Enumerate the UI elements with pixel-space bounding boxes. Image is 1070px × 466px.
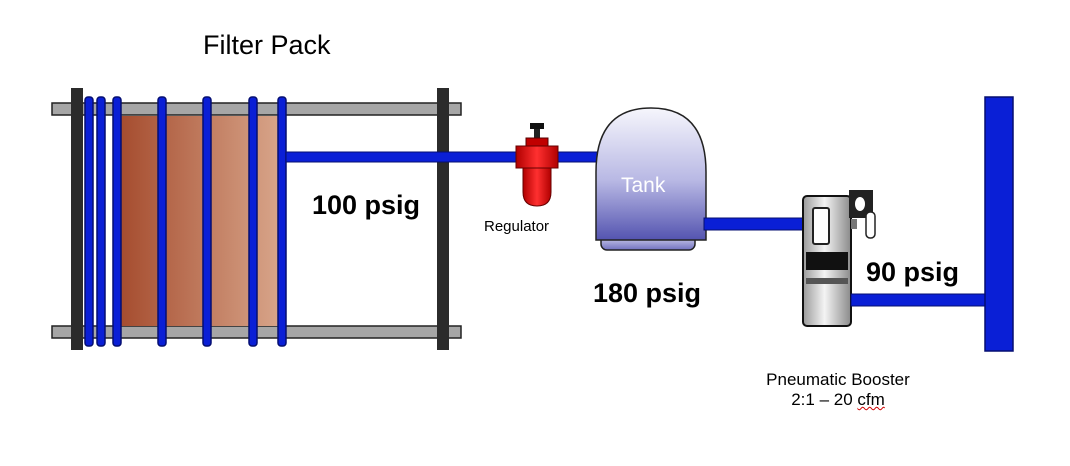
filter-plate xyxy=(277,96,287,347)
pipe-filter-to-regulator xyxy=(285,151,523,163)
filter-membrane-stack xyxy=(116,116,284,326)
filter-pack-label: Filter Pack xyxy=(203,30,331,60)
pipe-regulator-to-tank xyxy=(555,151,601,163)
filter-plate xyxy=(84,96,94,347)
pneumatic-booster-icon xyxy=(802,190,876,327)
regulator-icon xyxy=(515,123,559,207)
booster-pressure-label: 90 psig xyxy=(866,257,960,287)
booster-name-label: Pneumatic Booster xyxy=(766,370,910,389)
filter-pressure-label: 100 psig xyxy=(312,190,421,220)
booster-spec-unit: cfm xyxy=(857,390,885,409)
pipe-booster-to-outlet xyxy=(850,293,988,307)
filter-plate xyxy=(248,96,258,347)
tank-label: Tank xyxy=(621,174,666,197)
filter-plate xyxy=(112,96,122,347)
filter-plate xyxy=(96,96,106,347)
booster-caption: Pneumatic Booster 2:1 – 20 cfm xyxy=(757,370,919,410)
filter-plate xyxy=(202,96,212,347)
tank-pressure-label: 180 psig xyxy=(593,278,702,308)
booster-spec-label: 2:1 – 20 cfm xyxy=(757,390,919,410)
filter-right-end-plate xyxy=(437,88,449,350)
booster-spec-prefix: 2:1 – 20 xyxy=(791,390,858,409)
pipe-tank-to-booster xyxy=(703,217,807,231)
tank-icon xyxy=(595,107,707,251)
outlet-manifold-icon xyxy=(984,96,1014,352)
filter-left-end-plate xyxy=(71,88,83,350)
regulator-label: Regulator xyxy=(484,218,550,235)
filter-plate xyxy=(157,96,167,347)
